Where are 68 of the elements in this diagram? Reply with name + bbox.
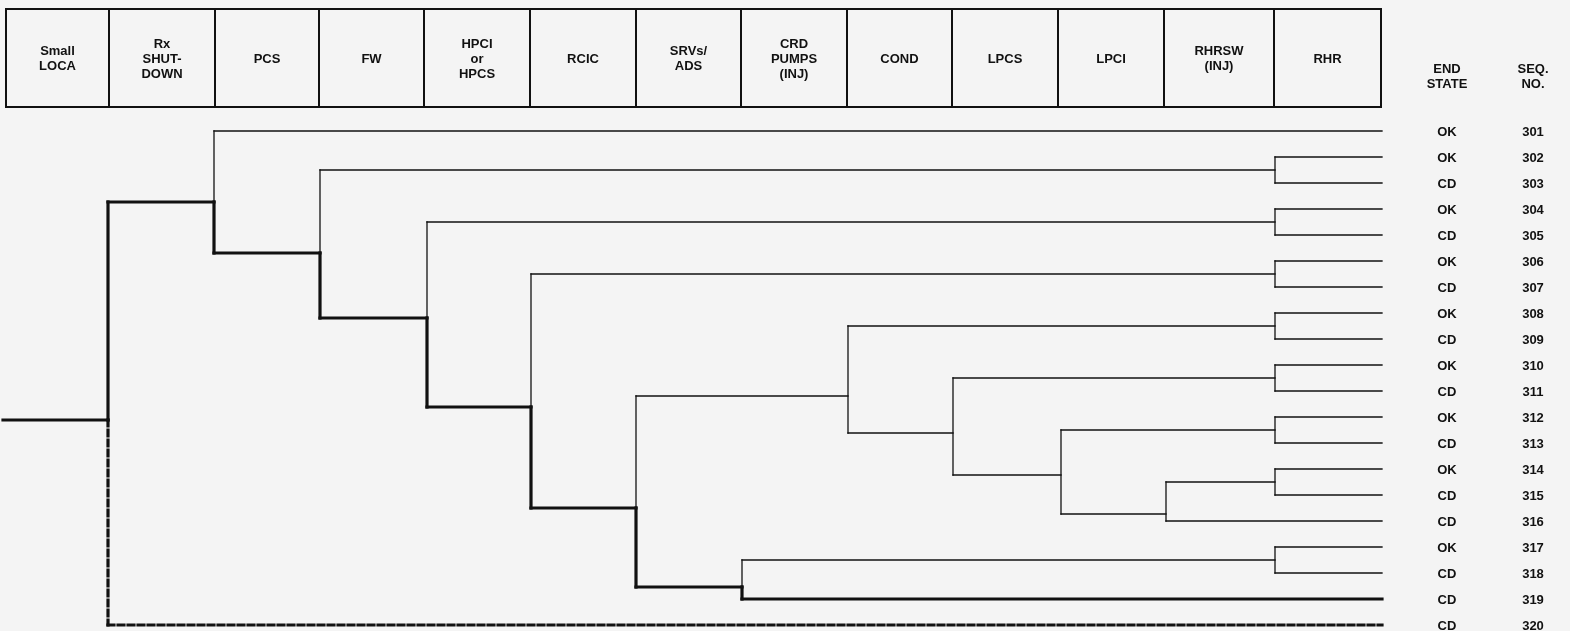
sequence-number: 311 xyxy=(1522,383,1544,399)
end-state: CD xyxy=(1437,487,1457,503)
end-state: CD xyxy=(1437,591,1457,607)
sequence-number: 319 xyxy=(1522,591,1544,607)
column-header xyxy=(108,8,216,108)
column-header xyxy=(318,8,425,108)
sequence-number: 315 xyxy=(1522,487,1544,503)
column-header xyxy=(1273,8,1382,108)
end-state: OK xyxy=(1437,461,1457,477)
end-state: CD xyxy=(1437,227,1457,243)
column-header xyxy=(5,8,110,108)
column-title: HPCI or HPCS xyxy=(458,35,496,81)
sequence-number: 309 xyxy=(1522,331,1544,347)
column-title: RHRSW (INJ) xyxy=(1194,43,1244,73)
end-state: CD xyxy=(1437,279,1457,295)
column-title: LPCI xyxy=(1096,50,1126,66)
sequence-number: 317 xyxy=(1522,539,1544,555)
sequence-number: 313 xyxy=(1522,435,1544,451)
end-state: CD xyxy=(1437,331,1457,347)
column-title: COND xyxy=(880,50,919,66)
end-state: OK xyxy=(1437,201,1457,217)
column-title: RCIC xyxy=(567,50,599,66)
column-title: SRVs/ ADS xyxy=(669,43,708,73)
end-state: CD xyxy=(1437,513,1457,529)
end-state: OK xyxy=(1437,149,1457,165)
sequence-number-heading: SEQ. NO. xyxy=(1517,61,1549,91)
sequence-number: 320 xyxy=(1522,617,1544,631)
sequence-number: 316 xyxy=(1522,513,1544,529)
sequence-number: 318 xyxy=(1522,565,1544,581)
end-state: OK xyxy=(1437,253,1457,269)
end-state: CD xyxy=(1437,435,1457,451)
end-state-heading: END STATE xyxy=(1426,61,1468,91)
column-title: PCS xyxy=(253,50,281,66)
column-title: Small LOCA xyxy=(39,43,76,73)
sequence-number: 314 xyxy=(1522,461,1544,477)
column-title: LPCS xyxy=(987,50,1023,66)
sequence-number: 301 xyxy=(1522,123,1544,139)
column-header xyxy=(529,8,637,108)
column-header xyxy=(740,8,848,108)
sequence-number: 307 xyxy=(1522,279,1544,295)
sequence-number: 303 xyxy=(1522,175,1544,191)
column-header xyxy=(1163,8,1275,108)
column-header xyxy=(951,8,1059,108)
end-state: CD xyxy=(1437,383,1457,399)
column-header xyxy=(635,8,742,108)
column-title: RHR xyxy=(1313,50,1342,66)
sequence-number: 305 xyxy=(1522,227,1544,243)
end-state: CD xyxy=(1437,175,1457,191)
column-title: CRD PUMPS (INJ) xyxy=(770,35,818,81)
column-header xyxy=(423,8,531,108)
sequence-number: 304 xyxy=(1522,201,1544,217)
column-header xyxy=(214,8,320,108)
end-state: OK xyxy=(1437,357,1457,373)
column-title: Rx SHUT- DOWN xyxy=(141,35,183,81)
sequence-number: 306 xyxy=(1522,253,1544,269)
sequence-number: 308 xyxy=(1522,305,1544,321)
end-state: OK xyxy=(1437,409,1457,425)
end-state: CD xyxy=(1437,617,1457,631)
column-header xyxy=(846,8,953,108)
column-title: FW xyxy=(361,50,382,66)
end-state: OK xyxy=(1437,305,1457,321)
column-header xyxy=(1057,8,1165,108)
end-state: OK xyxy=(1437,123,1457,139)
sequence-number: 302 xyxy=(1522,149,1544,165)
sequence-number: 310 xyxy=(1522,357,1544,373)
end-state: OK xyxy=(1437,539,1457,555)
end-state: CD xyxy=(1437,565,1457,581)
sequence-number: 312 xyxy=(1522,409,1544,425)
